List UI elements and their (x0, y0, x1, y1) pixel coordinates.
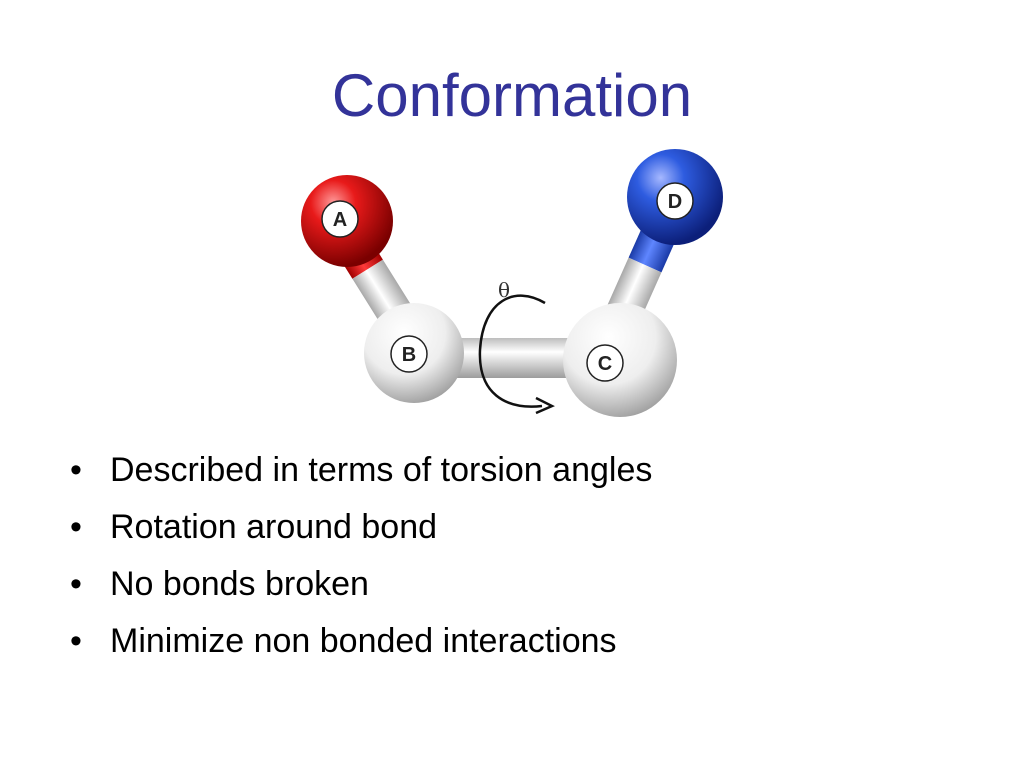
atom-label-c: C (586, 344, 624, 382)
curved-arrow-icon (478, 294, 555, 415)
svg-text:C: C (598, 353, 612, 375)
torsion-angle-symbol: θ (498, 278, 510, 302)
molecule-figure: A B C D θ (290, 145, 740, 430)
bullet-list: •Described in terms of torsion angles •R… (70, 442, 652, 670)
atom-label-a: A (321, 200, 359, 238)
svg-text:B: B (402, 344, 416, 366)
atom-label-d: D (656, 182, 694, 220)
bullet-item: •Rotation around bond (70, 499, 652, 556)
svg-text:A: A (333, 209, 347, 231)
bullet-item: •Minimize non bonded interactions (70, 613, 652, 670)
bullet-dot: • (70, 508, 82, 546)
bullet-dot: • (70, 565, 82, 603)
bullet-dot: • (70, 451, 82, 489)
slide-title: Conformation (331, 62, 693, 129)
atom-label-b: B (390, 335, 428, 373)
bullet-item: •Described in terms of torsion angles (70, 442, 652, 499)
bullet-dot: • (70, 622, 82, 660)
bullet-item: •No bonds broken (70, 556, 652, 613)
svg-text:D: D (668, 191, 682, 213)
